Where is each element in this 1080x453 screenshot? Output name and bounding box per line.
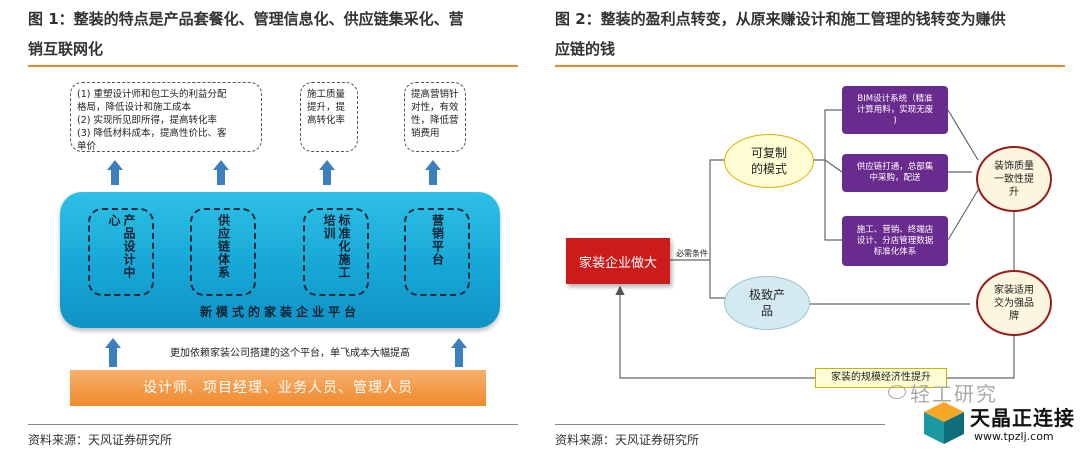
pillar-product-design: 产品设计中心 — [88, 208, 154, 296]
standardization-node: 施工、营销、终端店设计、分店管理数据标准化体系 — [842, 216, 948, 266]
pillar-label: 供应链体系 — [216, 214, 231, 279]
quality-consistency-node: 装饰质量一致性提升 — [976, 146, 1052, 212]
logo-url: www.tpzlj.com — [974, 430, 1054, 443]
up-arrow-icon — [213, 160, 229, 186]
logo-title: 天晶正连接 — [970, 406, 1075, 430]
node-line: 交为强品 — [994, 297, 1034, 309]
figure-2-title: 图 2：整装的盈利点转变，从原来赚设计和施工管理的钱转变为赚供 应链的钱 — [555, 4, 1060, 64]
figure-1-bottom-rule — [28, 424, 518, 425]
replicable-model-node: 可复制的模式 — [724, 134, 814, 188]
pillar-marketing: 营销平台 — [404, 208, 470, 296]
node-line: 一致性提 — [994, 173, 1034, 185]
support-text: 更加依赖家装公司搭建的这个平台，单飞成本大幅提高 — [170, 348, 410, 359]
note-line: 对性，有效 — [411, 102, 459, 113]
enterprise-platform — [60, 192, 500, 328]
note-line: (1) 重塑设计师和包工头的利益分配 — [77, 89, 227, 100]
note-line: 高转化率 — [307, 115, 346, 126]
up-arrow-icon — [105, 338, 121, 368]
figure-2-source: 资料来源：天风证券研究所 — [555, 433, 700, 447]
roles-bar: 设计师、项目经理、业务人员、管理人员 — [70, 370, 486, 406]
figure-2-title-line2: 应链的钱 — [555, 40, 616, 58]
figure-1-title: 图 1：整装的特点是产品套餐化、管理信息化、供应链集采化、营 销互联网化 — [28, 4, 528, 64]
node-line: 供应链打通，总部集 — [856, 162, 934, 172]
brand-node: 家装适用交为强品牌 — [976, 270, 1052, 336]
root-node: 家装企业做大 — [566, 238, 670, 284]
node-line: 牌 — [1009, 310, 1019, 322]
node-line: 极致产 — [748, 288, 785, 302]
figure-1-title-line1: 图 1：整装的特点是产品套餐化、管理信息化、供应链集采化、营 — [28, 10, 464, 28]
node-line: ) — [893, 115, 897, 126]
figure-1-title-line2: 销互联网化 — [28, 40, 104, 58]
note-line: 提升，提 — [307, 102, 346, 113]
note-line: 销费用 — [411, 128, 440, 139]
platform-label: 新模式的家装企业平台 — [199, 305, 360, 319]
figure-2-top-rule — [555, 65, 1065, 67]
benefit-note-1: (1) 重塑设计师和包工头的利益分配 格局，降低设计和施工成本 (2) 实现所见… — [70, 82, 262, 152]
pillar-supply-chain: 供应链体系 — [190, 208, 256, 296]
figure-2-bottom-rule — [555, 424, 885, 425]
benefit-note-3: 提高营销针 对性，有效 性，降低营 销费用 — [404, 82, 466, 152]
figure-1-source: 资料来源：天风证券研究所 — [28, 433, 173, 447]
node-line: 计算用料，实现无废 — [856, 104, 934, 115]
supply-chain-node: 供应链打通，总部集中采购，配送 — [842, 154, 948, 192]
node-line: BIM设计系统（精准 — [857, 93, 933, 104]
up-arrow-icon — [319, 160, 335, 186]
note-line: 提高营销针 — [411, 89, 459, 100]
figure-1-top-rule — [28, 65, 518, 67]
tpzlj-logo-icon — [924, 402, 964, 444]
benefit-note-2: 施工质量 提升，提 高转化率 — [300, 82, 358, 152]
pillar-training: 标准化施工培训 — [303, 208, 369, 296]
node-line: 的模式 — [750, 162, 787, 176]
node-line: 中采购，配送 — [869, 173, 921, 183]
node-line: 升 — [1009, 186, 1019, 198]
node-line: 可复制 — [750, 146, 787, 160]
scale-economy-node: 家装的规模经济性提升 — [815, 368, 947, 388]
note-line: (3) 降低材料成本，提高性价比、客 — [77, 128, 227, 139]
node-line: 装饰质量 — [994, 160, 1034, 172]
pillar-label: 标准化施工培训 — [322, 214, 351, 279]
wechat-icon — [888, 385, 906, 399]
note-line: 性，降低营 — [411, 115, 459, 126]
note-line: 施工质量 — [307, 89, 346, 100]
note-line: (2) 实现所见即所得，提高转化率 — [77, 115, 217, 126]
condition-label: 必需条件 — [676, 249, 708, 258]
node-line: 设计、分店管理数据 — [856, 235, 934, 246]
note-line: 单价 — [77, 141, 97, 152]
note-line: 格局，降低设计和施工成本 — [77, 102, 192, 113]
pillar-label: 产品设计中心 — [107, 214, 136, 279]
pillar-label: 营销平台 — [430, 214, 445, 266]
bim-design-node: BIM设计系统（精准计算用料，实现无废) — [842, 86, 948, 134]
figure-2-title-line1: 图 2：整装的盈利点转变，从原来赚设计和施工管理的钱转变为赚供 — [555, 10, 1006, 28]
ultimate-product-node: 极致产品 — [724, 276, 810, 330]
node-line: 品 — [760, 304, 773, 318]
node-line: 施工、营销、终端店 — [856, 224, 934, 235]
up-arrow-icon — [451, 338, 467, 368]
node-line: 标准化体系 — [873, 246, 917, 257]
node-line: 家装适用 — [994, 284, 1034, 296]
watermark-text: 轻工研究 — [910, 382, 998, 406]
up-arrow-icon — [107, 160, 123, 186]
up-arrow-icon — [425, 160, 441, 186]
